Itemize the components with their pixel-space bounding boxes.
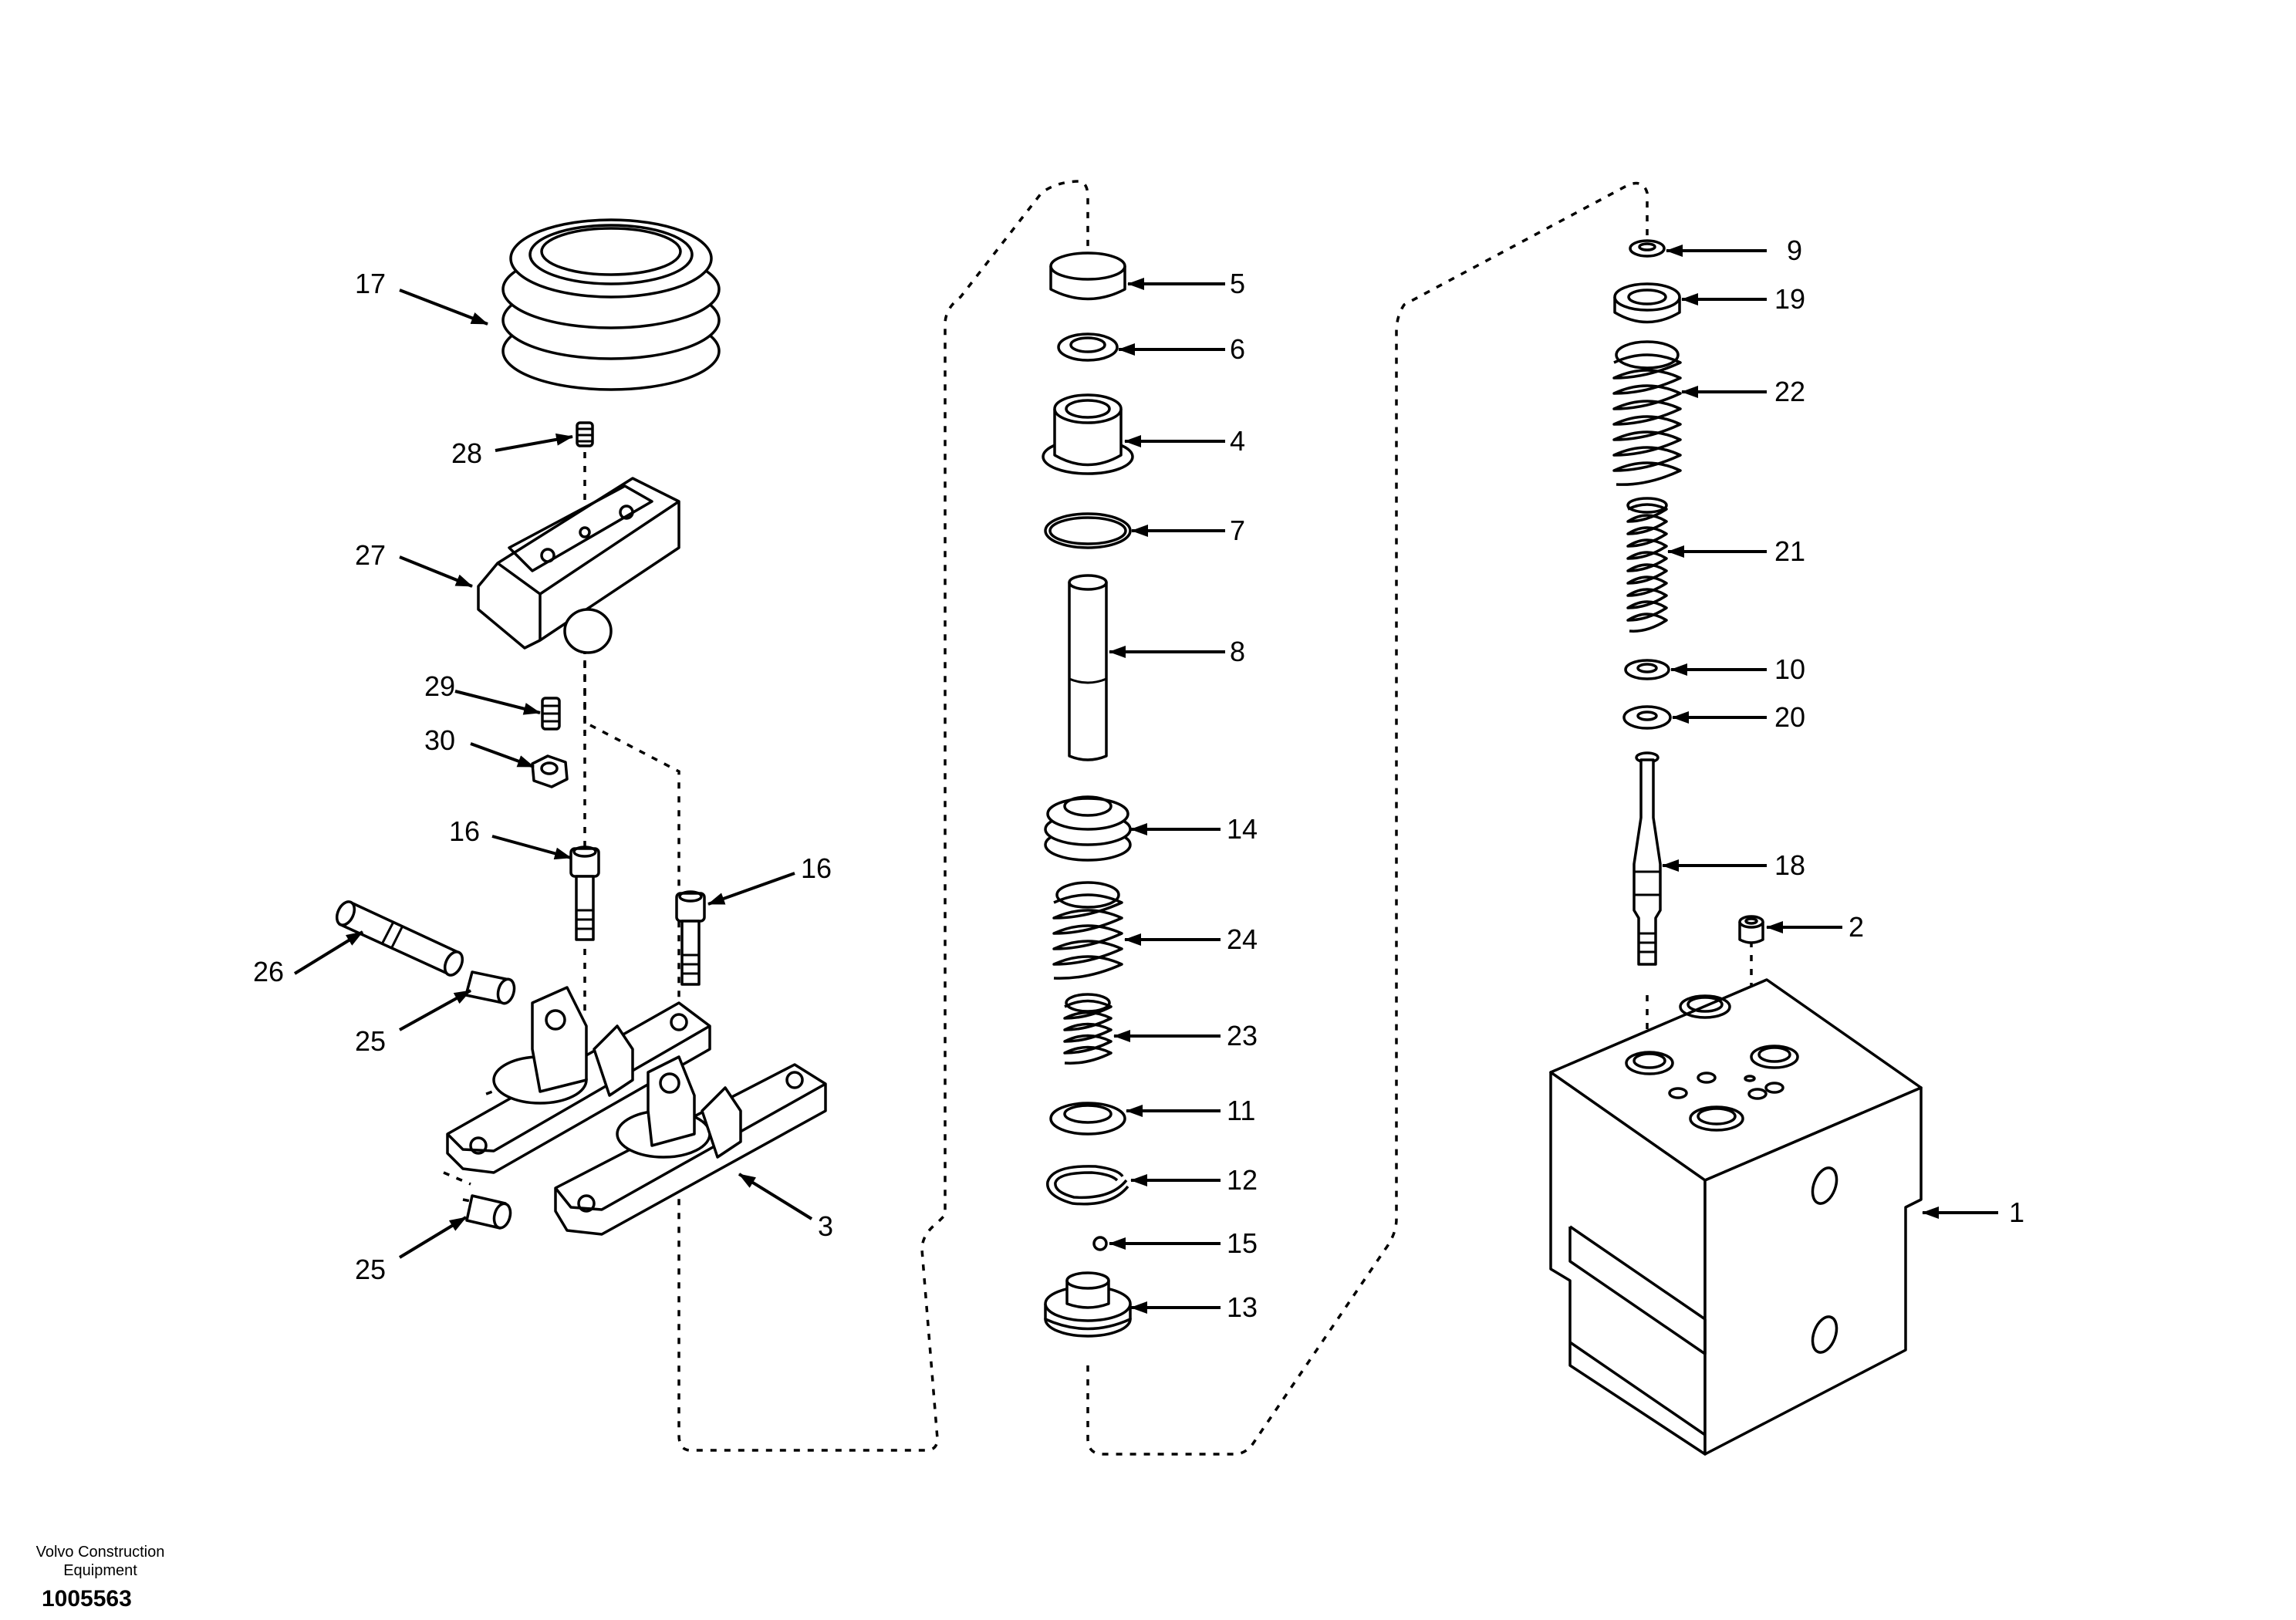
nut-part-30: [531, 754, 569, 788]
callout-4: 4: [1230, 425, 1245, 457]
callout-25-lower: 25: [355, 1254, 386, 1285]
callout-10: 10: [1774, 653, 1805, 685]
spring-seat-part-19: [1613, 282, 1681, 324]
callout-leaders: [293, 245, 1998, 1314]
document-number: 1005563: [42, 1586, 132, 1612]
callout-23: 23: [1227, 1020, 1258, 1051]
callout-15: 15: [1227, 1227, 1258, 1259]
callout-21: 21: [1774, 535, 1805, 567]
spring-seat-part-14: [1044, 795, 1132, 862]
callout-26: 26: [253, 956, 284, 987]
callout-24: 24: [1227, 923, 1258, 955]
washer-part-6: [1057, 332, 1119, 362]
callout-1: 1: [2009, 1196, 2024, 1228]
guide-part-13: [1044, 1271, 1132, 1338]
set-screw-part-28: [576, 421, 594, 447]
pin-part-26: [335, 900, 464, 977]
seal-part-5: [1049, 251, 1126, 301]
valve-body-part-1: [1549, 978, 1923, 1456]
plug-part-2: [1738, 915, 1764, 944]
spring-part-23: [1063, 993, 1113, 1065]
washer-part-20: [1622, 705, 1672, 730]
washer-part-9: [1629, 239, 1666, 258]
callout-17: 17: [355, 268, 386, 299]
bolt-part-16-right: [675, 890, 706, 986]
callout-29: 29: [424, 670, 455, 702]
spring-part-24: [1052, 881, 1123, 980]
callout-16-left: 16: [449, 815, 480, 847]
callout-28: 28: [451, 437, 482, 469]
plug-part-4: [1042, 393, 1134, 475]
bolt-part-16-left: [569, 845, 600, 941]
o-ring-part-7: [1044, 512, 1132, 549]
callout-19: 19: [1774, 283, 1805, 315]
callout-2: 2: [1849, 911, 1864, 943]
company-caption: Volvo Construction Equipment: [15, 1543, 185, 1580]
push-rod-part-8: [1068, 574, 1108, 761]
callout-18: 18: [1774, 849, 1805, 881]
callout-7: 7: [1230, 515, 1245, 546]
callout-9: 9: [1787, 235, 1802, 266]
spring-part-21: [1626, 497, 1668, 633]
callout-3: 3: [818, 1210, 833, 1242]
callout-6: 6: [1230, 333, 1245, 365]
set-screw-part-29: [541, 697, 561, 731]
callout-22: 22: [1774, 376, 1805, 407]
callout-5: 5: [1230, 268, 1245, 299]
callout-13: 13: [1227, 1291, 1258, 1323]
spring-seat-part-11: [1049, 1102, 1126, 1136]
bushing-part-25-lower: [465, 1194, 512, 1230]
callout-20: 20: [1774, 701, 1805, 733]
company-name-line2: Equipment: [63, 1562, 137, 1579]
callout-numbers: 17 28 27 29 30 16 16 26 25 25 3 5 6 4 7 …: [253, 235, 2024, 1323]
callout-30: 30: [424, 724, 455, 756]
plate-assembly-part-3: [446, 986, 827, 1236]
callout-8: 8: [1230, 636, 1245, 667]
callout-14: 14: [1227, 813, 1258, 845]
callout-12: 12: [1227, 1164, 1258, 1196]
bushing-part-25-upper: [464, 970, 516, 1005]
callout-16-right: 16: [801, 852, 832, 884]
assembly-dashed-path-middle: [1086, 181, 1649, 1456]
callout-27: 27: [355, 539, 386, 571]
boot-part-17: [501, 218, 721, 391]
washer-part-10: [1624, 659, 1670, 680]
snap-ring-part-12: [1046, 1165, 1129, 1206]
callout-11: 11: [1227, 1095, 1255, 1126]
company-name-line1: Volvo Construction: [35, 1544, 165, 1561]
callout-25-upper: 25: [355, 1025, 386, 1057]
ball-part-15: [1092, 1236, 1108, 1251]
cam-block-part-27: [477, 477, 680, 654]
spool-part-18: [1633, 751, 1662, 966]
spring-part-22: [1612, 340, 1682, 486]
